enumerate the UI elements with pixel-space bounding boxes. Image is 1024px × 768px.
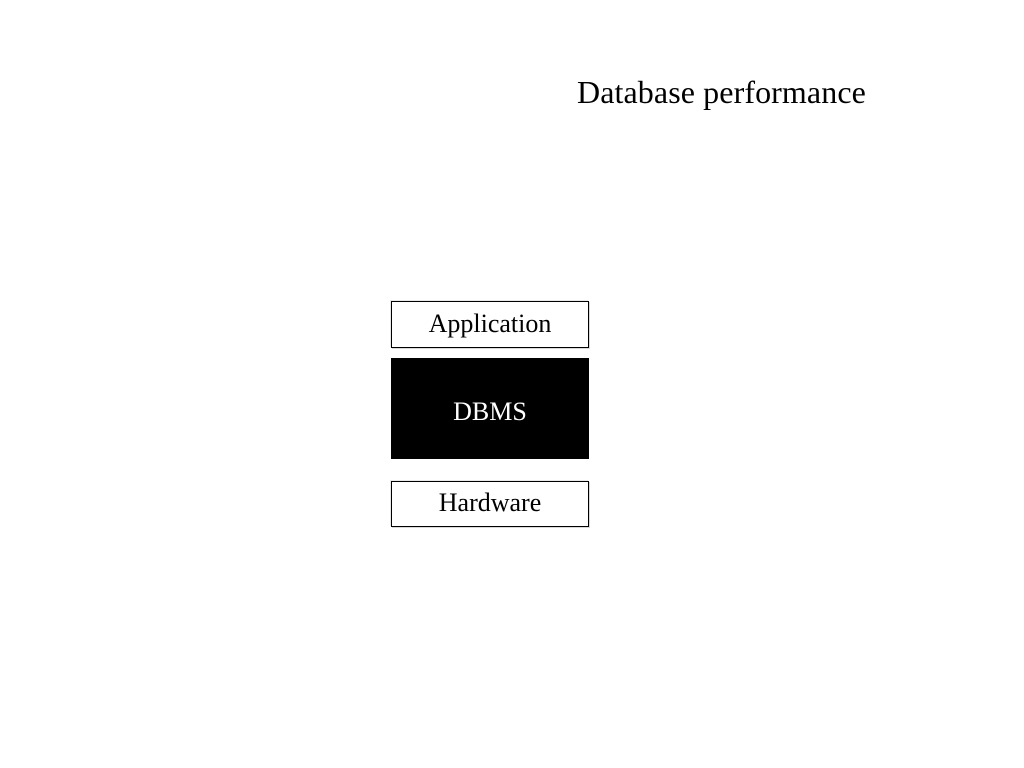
stack-layer-hardware-label: Hardware [438,488,542,517]
stack-layer-application-label: Application [428,308,552,338]
stack-layer-dbms[interactable]: DBMS [391,358,589,459]
stack-layer-dbms-label: DBMS [453,397,527,426]
page-title: Database performance [577,74,866,110]
stack-layer-application[interactable]: Application [391,301,589,348]
stack-layer-hardware[interactable]: Hardware [391,481,589,527]
system-stack-diagram: Application DBMS Hardware [391,301,589,527]
